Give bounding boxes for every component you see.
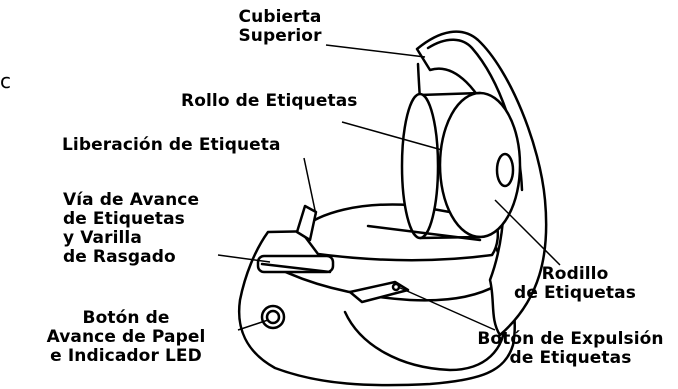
leader-feed-path	[217, 254, 271, 263]
leader-top-cover	[325, 44, 426, 58]
label-eject-button: Botón de Expulsión de Etiquetas	[468, 330, 673, 368]
printer-front-face	[260, 258, 499, 302]
leader-eject-button	[397, 286, 496, 331]
label-feed-path-line4: de Rasgado	[63, 247, 176, 267]
label-feed-path-line3: y Varilla	[63, 228, 142, 248]
leader-label-release	[303, 157, 317, 216]
spool-hub	[495, 152, 515, 188]
label-roll-front	[400, 92, 440, 240]
label-feed-button-line3: e Indicador LED	[50, 346, 202, 366]
label-eject-button-line1: Botón de Expulsión	[477, 329, 664, 349]
leader-feed-button	[237, 319, 269, 331]
label-eject-button-line2: de Etiquetas	[509, 348, 632, 368]
label-spool: Rodillo de Etiquetas	[505, 265, 645, 303]
tear-bar-slot	[256, 254, 335, 274]
label-label-roll: Rollo de Etiquetas	[181, 91, 358, 111]
label-label-release: Liberación de Etiqueta	[62, 135, 281, 155]
leader-spool	[494, 199, 561, 266]
feed-button-inner	[265, 309, 281, 325]
label-top-cover: Cubierta Superior	[225, 8, 335, 46]
label-spool-line2: de Etiquetas	[514, 283, 636, 303]
tear-bar-inner	[260, 262, 332, 274]
leader-label-roll	[341, 121, 443, 151]
paper-strip	[366, 224, 482, 242]
label-feed-path-line1: Vía de Avance	[63, 190, 200, 210]
label-feed-path: Vía de Avance de Etiquetas y Varilla de …	[63, 191, 199, 267]
label-bed	[298, 203, 500, 262]
label-feed-button: Botón de Avance de Papel e Indicador LED	[26, 309, 226, 366]
label-spool-line1: Rodillo	[541, 264, 609, 284]
label-feed-path-line2: de Etiquetas	[63, 209, 185, 229]
label-top-cover-line2: Superior	[238, 26, 322, 46]
label-feed-button-line2: Avance de Papel	[46, 327, 206, 347]
edge-letter: c	[0, 69, 12, 93]
label-top-cover-line1: Cubierta	[238, 7, 322, 27]
printer-side-panel	[343, 310, 507, 372]
label-feed-button-line1: Botón de	[82, 308, 170, 328]
